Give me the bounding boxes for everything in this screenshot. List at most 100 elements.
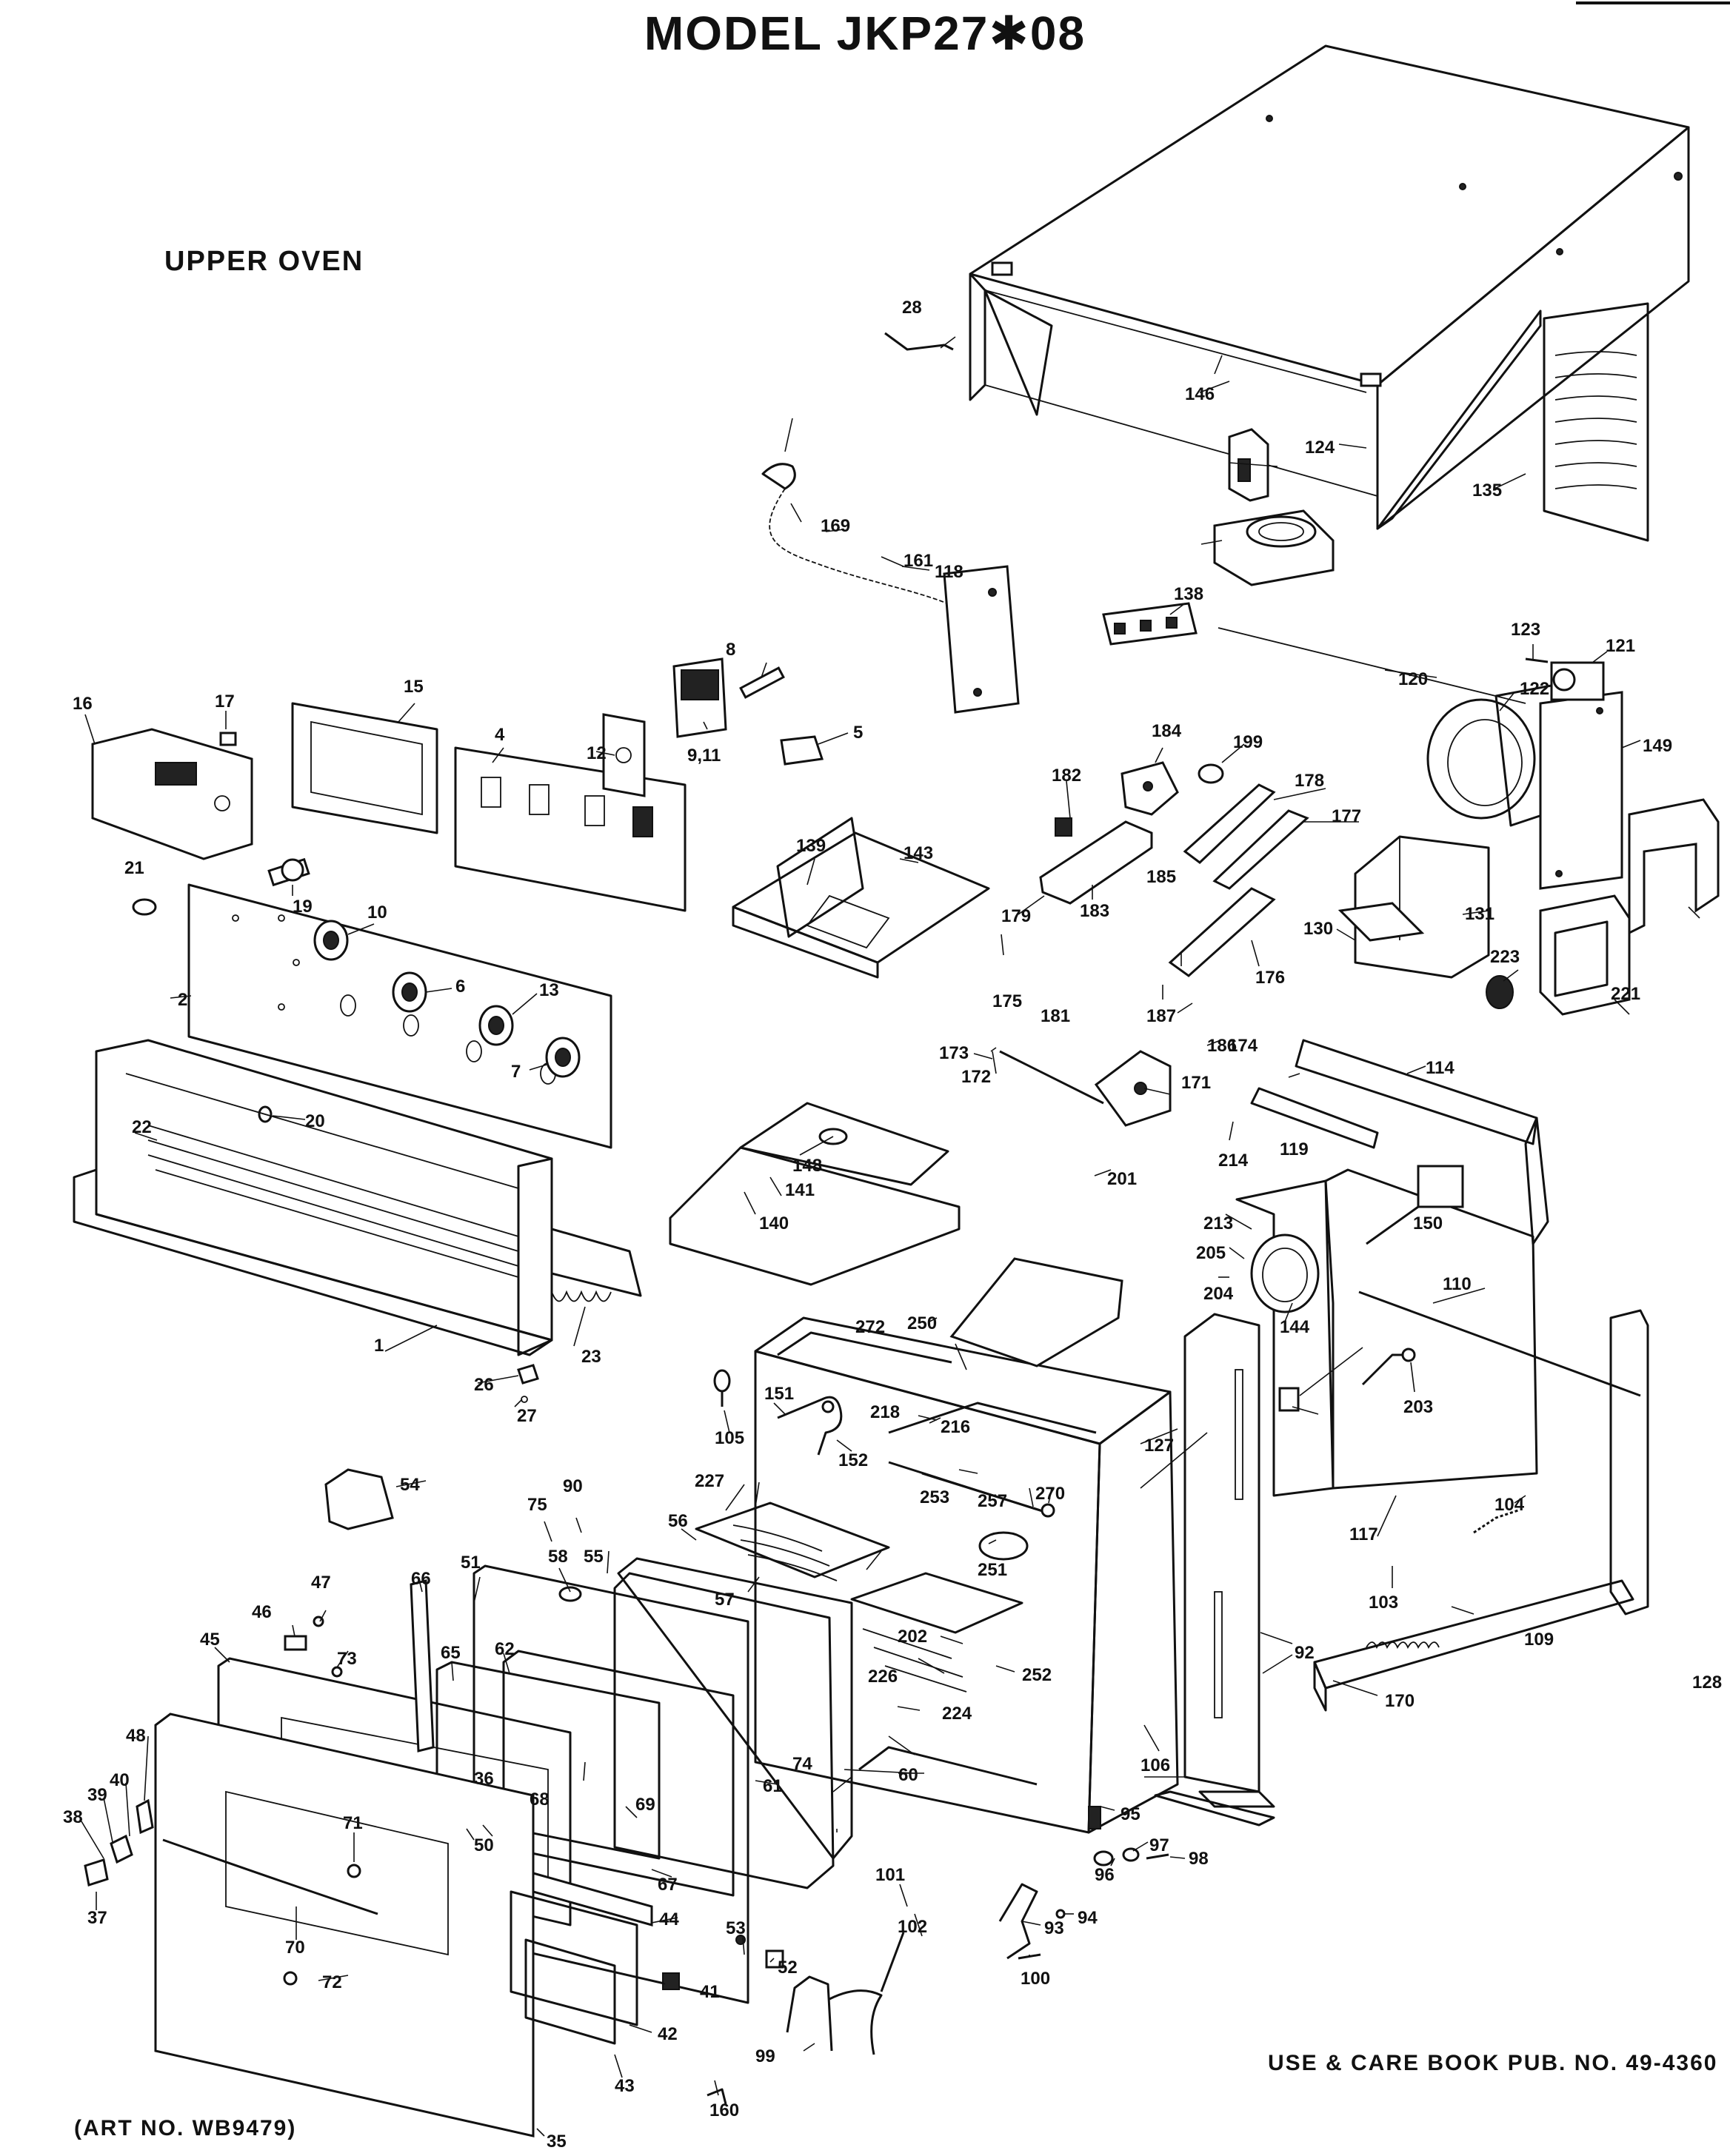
callout-label: 97 xyxy=(1149,1835,1169,1855)
callout-label: 169 xyxy=(821,516,850,536)
callout-label: 253 xyxy=(920,1487,949,1507)
control-panel-2 xyxy=(187,883,612,1149)
callout-label: 135 xyxy=(1472,481,1502,500)
callout-label: 161 xyxy=(904,551,933,571)
callout-label: 124 xyxy=(1305,438,1335,458)
rail-23 xyxy=(550,1228,642,1302)
callout-label: 65 xyxy=(441,1643,461,1663)
callout-label: 146 xyxy=(1185,384,1215,404)
callout-label: 40 xyxy=(110,1770,130,1790)
callout-label: 184 xyxy=(1152,721,1182,741)
callout-label: 54 xyxy=(400,1475,420,1495)
callout-label: 70 xyxy=(285,1938,305,1958)
fan-housing-121 xyxy=(1426,683,1557,827)
callout-label: 75 xyxy=(527,1495,547,1515)
callout-label: 90 xyxy=(563,1476,583,1496)
callout-label: 1 xyxy=(374,1336,384,1356)
glass-42-43 xyxy=(510,1890,638,2045)
callout-label: 71 xyxy=(343,1813,363,1833)
callout-label: 35 xyxy=(547,2132,567,2152)
callout-label: 60 xyxy=(898,1765,918,1785)
callout-label: 141 xyxy=(785,1180,815,1200)
callout-label: 15 xyxy=(404,677,424,697)
callout-label: 175 xyxy=(992,991,1022,1011)
callout-label: 19 xyxy=(293,897,313,917)
page-title: MODEL JKP27✱08 xyxy=(644,7,1086,60)
callout-label: 106 xyxy=(1140,1755,1170,1775)
callout-label: 10 xyxy=(367,903,387,923)
heat-diffuser-226 xyxy=(949,1257,1123,1367)
bracket-54 xyxy=(324,1468,394,1530)
callout-label: 2 xyxy=(178,990,187,1010)
motor-plate-148 xyxy=(1539,691,1623,890)
relay-9-11 xyxy=(672,657,727,738)
hinge-parts-small xyxy=(84,1616,784,1990)
bracket-127 xyxy=(1628,798,1720,935)
callout-label: 48 xyxy=(126,1726,146,1746)
callout-label: 57 xyxy=(715,1590,735,1610)
use-care-book-note: USE & CARE BOOK PUB. NO. 49-4360 xyxy=(1268,2051,1718,2075)
callout-label: 109 xyxy=(1524,1630,1554,1650)
callout-label: 110 xyxy=(1443,1274,1472,1294)
callout-label: 216 xyxy=(941,1417,970,1437)
callout-label: 105 xyxy=(715,1428,744,1448)
face-frame-90 xyxy=(1183,1313,1275,1808)
callout-label: 117 xyxy=(1349,1524,1378,1544)
side-panel-110-118 xyxy=(1250,1039,1549,1245)
callout-label: 123 xyxy=(1511,620,1540,640)
clip-28 xyxy=(884,332,954,351)
broil-element-224 xyxy=(695,1502,890,1581)
callout-label: 185 xyxy=(1146,867,1176,887)
callout-label: 174 xyxy=(1228,1036,1258,1056)
callout-label: 67 xyxy=(658,1875,678,1895)
callout-label: 226 xyxy=(868,1667,898,1687)
callout-label: 150 xyxy=(1413,1213,1443,1233)
backplate-4 xyxy=(454,746,687,912)
callout-label: 127 xyxy=(1144,1436,1174,1456)
callout-label: 227 xyxy=(695,1471,724,1491)
bracket-15 xyxy=(291,702,438,834)
callout-label: 118 xyxy=(935,562,963,582)
callout-label: 92 xyxy=(1295,1643,1315,1663)
callout-label: 152 xyxy=(838,1450,868,1470)
callout-label: 61 xyxy=(763,1776,783,1796)
callout-label: 202 xyxy=(898,1627,927,1647)
back-wall-assembly xyxy=(1235,1168,1538,1497)
callout-label: 186 xyxy=(1207,1036,1237,1056)
diagram-subtitle: UPPER OVEN xyxy=(164,246,364,277)
door-outer-panel-35 xyxy=(154,1713,535,2137)
callout-label: 177 xyxy=(1332,806,1361,826)
callout-label: 73 xyxy=(337,1649,357,1669)
callout-label: 223 xyxy=(1490,947,1520,967)
callout-label: 17 xyxy=(215,692,235,712)
callout-label: 69 xyxy=(635,1795,655,1815)
callout-label: 170 xyxy=(1385,1691,1415,1711)
callout-label: 218 xyxy=(870,1402,900,1422)
callout-label: 55 xyxy=(584,1547,604,1567)
spring-103 xyxy=(1473,1509,1519,1534)
button-186 xyxy=(1198,763,1224,784)
oven-liner xyxy=(754,1316,1179,1834)
callout-label: 270 xyxy=(1035,1484,1065,1504)
callout-label: 13 xyxy=(539,980,559,1000)
knob-218 xyxy=(1486,975,1514,1009)
callout-label: 148 xyxy=(792,1156,822,1176)
callout-label: 104 xyxy=(1494,1495,1525,1515)
terminal-block-135 xyxy=(1102,602,1198,646)
elements-251-252 xyxy=(888,1461,1055,1518)
callout-label: 203 xyxy=(1403,1397,1433,1417)
callout-label: 140 xyxy=(759,1213,789,1233)
thermostat-149 xyxy=(1366,1165,1464,1245)
callout-label: 101 xyxy=(875,1865,905,1885)
switch-12 xyxy=(602,713,646,797)
callout-label: 20 xyxy=(305,1111,325,1131)
callout-label: 9,11 xyxy=(687,746,721,766)
clip-17 xyxy=(219,732,237,746)
callout-label: 6 xyxy=(455,977,465,997)
bulb-socket-104 xyxy=(713,1369,731,1407)
leader-lines xyxy=(81,336,1700,2137)
callout-label: 51 xyxy=(461,1553,481,1573)
latch-arm-170 xyxy=(999,1050,1172,1127)
rack-221-223 xyxy=(850,1572,1023,1693)
control-knobs xyxy=(258,920,581,1123)
